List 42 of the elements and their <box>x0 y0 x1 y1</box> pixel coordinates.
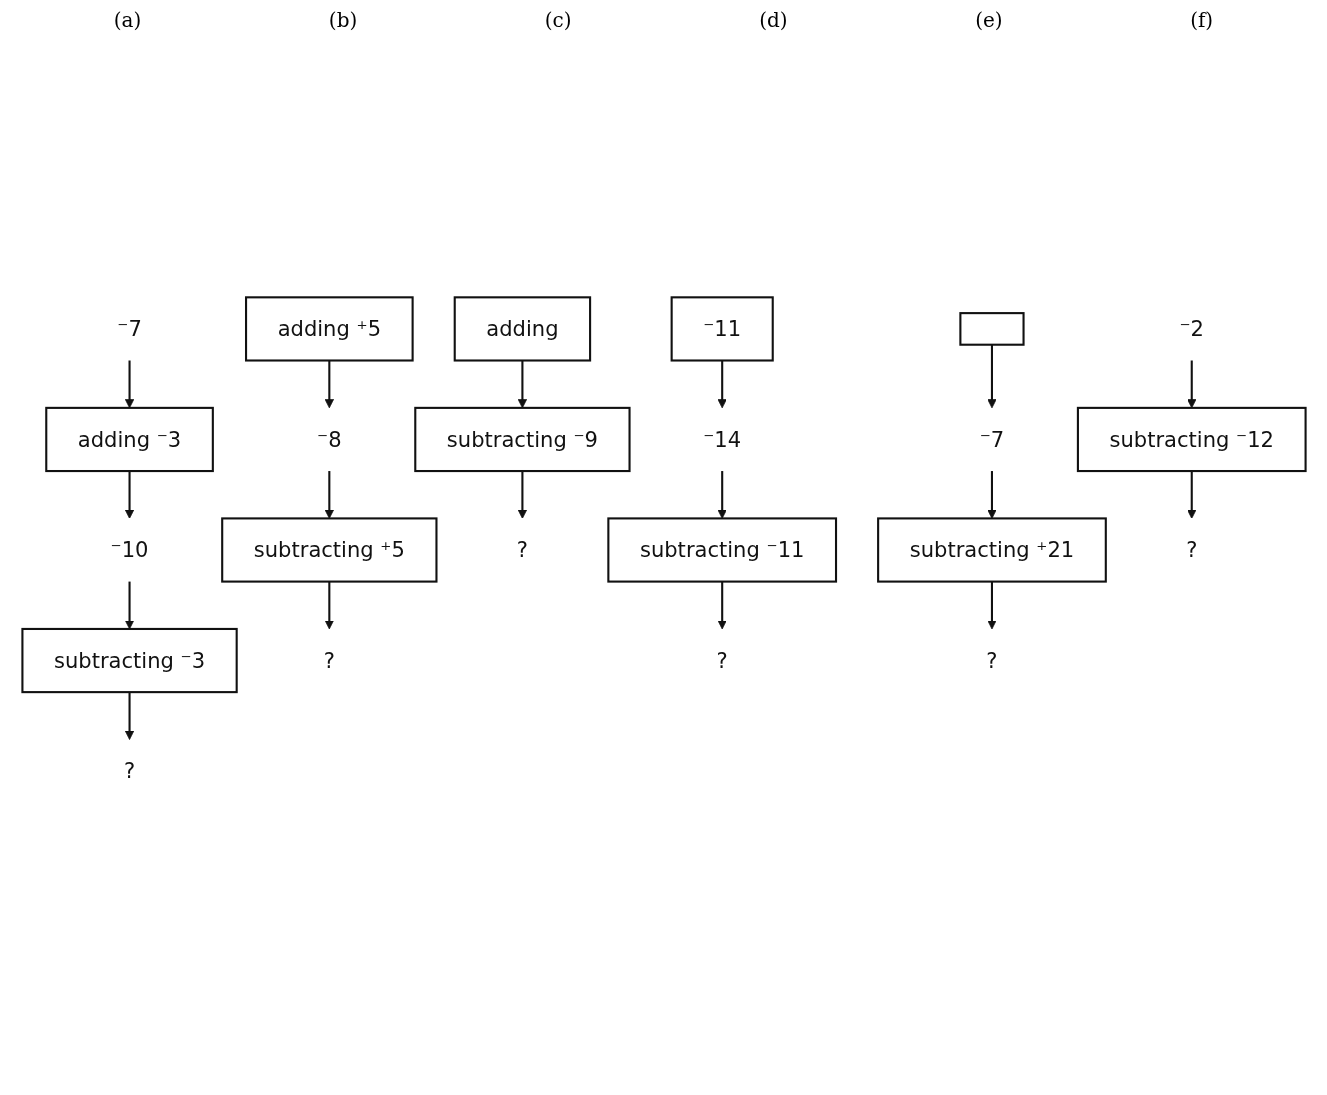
arrow <box>324 471 334 519</box>
node-box: subtracting ⁺5 <box>220 517 437 583</box>
arrow <box>717 581 727 630</box>
panel-label: (c) <box>544 8 572 32</box>
node-text: ? <box>716 647 728 674</box>
node-text: ⁻7 <box>116 316 142 342</box>
panel-label: (b) <box>328 8 358 32</box>
node-box: adding <box>453 296 591 362</box>
node-box: subtracting ⁺21 <box>876 517 1107 583</box>
arrow <box>986 581 997 630</box>
node-text: ⁻2 <box>1178 316 1204 342</box>
node-box <box>958 312 1025 346</box>
node-text: ⁻8 <box>316 426 342 453</box>
arrow <box>1186 471 1196 519</box>
panel-label: (a) <box>113 8 142 32</box>
arrow <box>986 344 997 409</box>
panel-label: (e) <box>975 8 1003 32</box>
arrow <box>124 471 134 519</box>
node-text: ? <box>123 758 135 784</box>
node-text: ? <box>323 647 335 674</box>
node-box: subtracting ⁻11 <box>606 517 837 583</box>
node-box: adding ⁻3 <box>44 406 214 473</box>
node-box: subtracting ⁻3 <box>20 627 238 694</box>
node-box: subtracting ⁻12 <box>1076 406 1307 473</box>
arrow <box>986 471 997 519</box>
node-text: ? <box>1185 537 1197 563</box>
node-box: subtracting ⁻9 <box>413 406 631 473</box>
arrow <box>717 360 727 409</box>
arrow <box>124 692 134 740</box>
panel-label: (f) <box>1190 8 1214 32</box>
arrow <box>324 581 334 630</box>
arrow <box>324 360 334 409</box>
node-text: ? <box>516 537 528 563</box>
panel-label: (d) <box>759 8 788 32</box>
node-text: ? <box>985 647 998 674</box>
node-box: adding ⁺5 <box>244 296 414 362</box>
arrow <box>517 471 527 519</box>
arrow <box>717 471 727 519</box>
node-text: ⁻10 <box>110 537 149 563</box>
node-text: ⁻14 <box>702 426 741 453</box>
node-text: ⁻7 <box>979 426 1004 453</box>
node-box: ⁻11 <box>670 296 774 362</box>
